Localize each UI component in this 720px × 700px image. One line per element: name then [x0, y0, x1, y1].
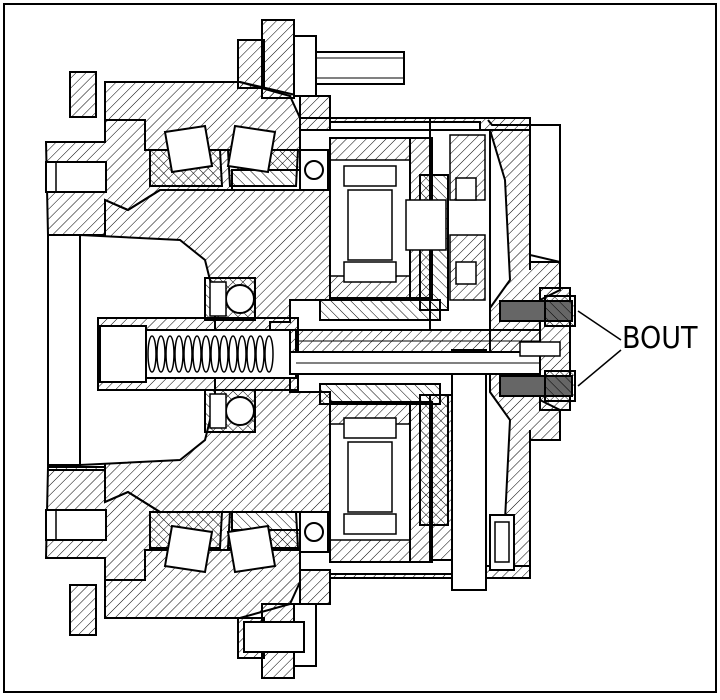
tapered-bearings-bottom — [149, 511, 300, 574]
spring-coil — [219, 335, 229, 373]
spring-coil — [192, 335, 202, 373]
bout-leader-lines — [577, 310, 622, 387]
ball-bearings — [204, 277, 256, 433]
bottom-bolt — [237, 603, 317, 679]
spring-coil — [237, 335, 247, 373]
thrust-rings — [299, 149, 329, 553]
spring-coil — [147, 335, 157, 373]
frame-border — [3, 3, 717, 693]
second-stage — [405, 129, 491, 591]
spring-coil — [165, 335, 175, 373]
planet-gears — [329, 137, 411, 563]
spring-coil — [228, 335, 238, 373]
spring-coil — [246, 335, 256, 373]
spring — [147, 335, 274, 373]
spring-coil — [174, 335, 184, 373]
spring-coil — [183, 335, 193, 373]
bout-callout-label: BOUT — [622, 321, 698, 356]
spring-coil — [255, 335, 265, 373]
top-bolt — [237, 19, 405, 99]
left-flange — [45, 71, 107, 636]
spring-coil — [201, 335, 211, 373]
spring-coil — [210, 335, 220, 373]
tapered-bearings-top — [149, 124, 300, 187]
spring-coil — [264, 335, 274, 373]
bout-bolts — [499, 295, 576, 402]
spring-coil — [156, 335, 166, 373]
